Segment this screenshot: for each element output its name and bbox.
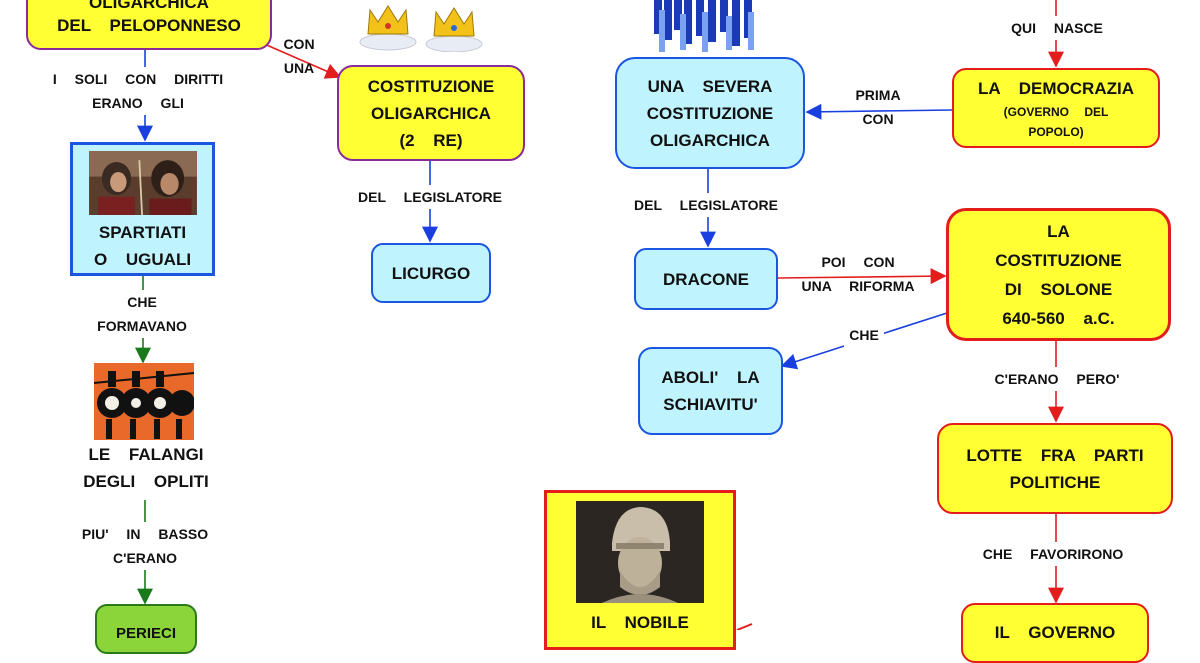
label-line: UNA [283, 60, 315, 76]
label-line: PIU' IN BASSO [81, 526, 209, 542]
node-dracone: DRACONE [634, 248, 778, 310]
node-line: LA [1047, 221, 1070, 241]
label-prima-con: PRIMA CON [846, 83, 910, 131]
node-solone: LA COSTITUZIONE DI SOLONE 640-560 a.C. [946, 208, 1171, 341]
label-poi-con: POI CON UNA RIFORMA [788, 250, 928, 298]
node-line: PERIECI [115, 625, 176, 642]
label-line: CHE [127, 294, 157, 310]
label-line: C'ERANO [113, 550, 177, 566]
node-line: SPARTIATI [98, 223, 187, 242]
label-soli: I SOLI CON DIRITTI ERANO GLI [28, 67, 248, 115]
node-line: IL GOVERNO [994, 623, 1116, 642]
node-democrazia: LA DEMOCRAZIA (GOVERNO DEL POPOLO) [952, 68, 1160, 148]
node-spartiati: SPARTIATI O UGUALI [70, 142, 215, 276]
arrow-peloponneso-costituzione [261, 42, 342, 79]
node-peloponneso-line: DEL PELOPONNESO [57, 16, 241, 35]
label-line: UNA RIFORMA [801, 278, 915, 294]
label-line: CHE [849, 327, 879, 343]
node-aboli: ABOLI' LA SCHIAVITU' [638, 347, 783, 435]
label-qui-nasce: QUI NASCE [995, 16, 1119, 40]
hoplite-phalanx-image [94, 363, 194, 441]
node-falangi: LE FALANGI DEGLI OPLITI [66, 440, 226, 496]
concept-map: OLIGARCHICA DEL PELOPONNESO COSTITUZIONE… [26, 0, 1173, 663]
label-del-legislatore-right: DEL LEGISLATORE [606, 193, 806, 217]
node-line: IL NOBILE [591, 613, 689, 632]
node-line: OLIGARCHICA [650, 130, 770, 150]
node-line: POLITICHE [1009, 472, 1101, 492]
label-con-una: CON UNA [278, 32, 320, 80]
label-line: FORMAVANO [97, 318, 187, 334]
label-line: QUI NASCE [1011, 20, 1103, 36]
node-line: ABOLI' LA [661, 368, 760, 387]
node-line: DEGLI OPLITI [83, 472, 209, 491]
label-line: DEL LEGISLATORE [634, 197, 778, 213]
arrow-dracone-solone [777, 268, 947, 285]
node-line: 640-560 a.C. [1002, 308, 1115, 328]
label-che-formavano: CHE FORMAVANO [82, 290, 202, 338]
label-line: POI CON [821, 254, 895, 270]
node-line: DRACONE [663, 269, 749, 289]
node-severa-costituzione: UNA SEVERA COSTITUZIONE OLIGARCHICA [615, 57, 805, 169]
node-lotte: LOTTE FRA PARTI POLITICHE [937, 423, 1173, 514]
label-line: ERANO GLI [92, 95, 184, 111]
node-nobile: IL NOBILE [544, 490, 736, 650]
node-costituzione-oligarchica: COSTITUZIONE OLIGARCHICA (2 RE) [337, 65, 525, 161]
label-line: CON [283, 36, 315, 52]
label-che: CHE [844, 323, 884, 347]
label-line: DEL LEGISLATORE [358, 189, 502, 205]
label-line: PRIMA [855, 87, 901, 103]
node-governo: IL GOVERNO [961, 603, 1149, 663]
label-line: CHE FAVORIRONO [982, 546, 1124, 562]
node-line: LA DEMOCRAZIA [978, 78, 1134, 98]
label-cerano-pero: C'ERANO PERO' [978, 367, 1136, 391]
node-line: (2 RE) [399, 130, 463, 150]
arrow-democrazia-severa [805, 103, 953, 120]
node-line: LE FALANGI [88, 445, 204, 464]
crowd-icon [654, 0, 754, 52]
node-line: COSTITUZIONE [995, 250, 1122, 270]
node-line: LICURGO [391, 263, 471, 283]
label-line: CON [862, 111, 894, 127]
crown-icon [359, 5, 483, 52]
node-peloponneso: OLIGARCHICA DEL PELOPONNESO [26, 0, 272, 50]
node-licurgo: LICURGO [371, 243, 491, 303]
node-line: O UGUALI [93, 250, 192, 269]
label-del-legislatore-left: DEL LEGISLATORE [330, 185, 530, 209]
node-line: COSTITUZIONE [367, 76, 495, 96]
spartan-warriors-image [88, 151, 197, 215]
node-line: (GOVERNO DEL [1003, 104, 1109, 119]
arrow-nobile-out [736, 623, 753, 630]
label-che-favorirono: CHE FAVORIRONO [958, 542, 1148, 566]
node-line: OLIGARCHICA [371, 103, 491, 123]
node-perieci: PERIECI [95, 604, 197, 654]
label-piu-in-basso: PIU' IN BASSO C'ERANO [66, 522, 224, 570]
label-line: I SOLI CON DIRITTI [52, 71, 224, 87]
node-line: POPOLO) [1028, 124, 1084, 139]
node-line: LOTTE FRA PARTI [966, 445, 1144, 465]
node-line: SCHIAVITU' [663, 395, 758, 414]
node-line: UNA SEVERA [647, 76, 773, 96]
pericles-bust-image [576, 501, 704, 603]
node-line: DI SOLONE [1004, 279, 1113, 299]
node-peloponneso-line: OLIGARCHICA [89, 0, 209, 12]
node-line: COSTITUZIONE [646, 103, 774, 123]
label-line: C'ERANO PERO' [994, 371, 1120, 387]
